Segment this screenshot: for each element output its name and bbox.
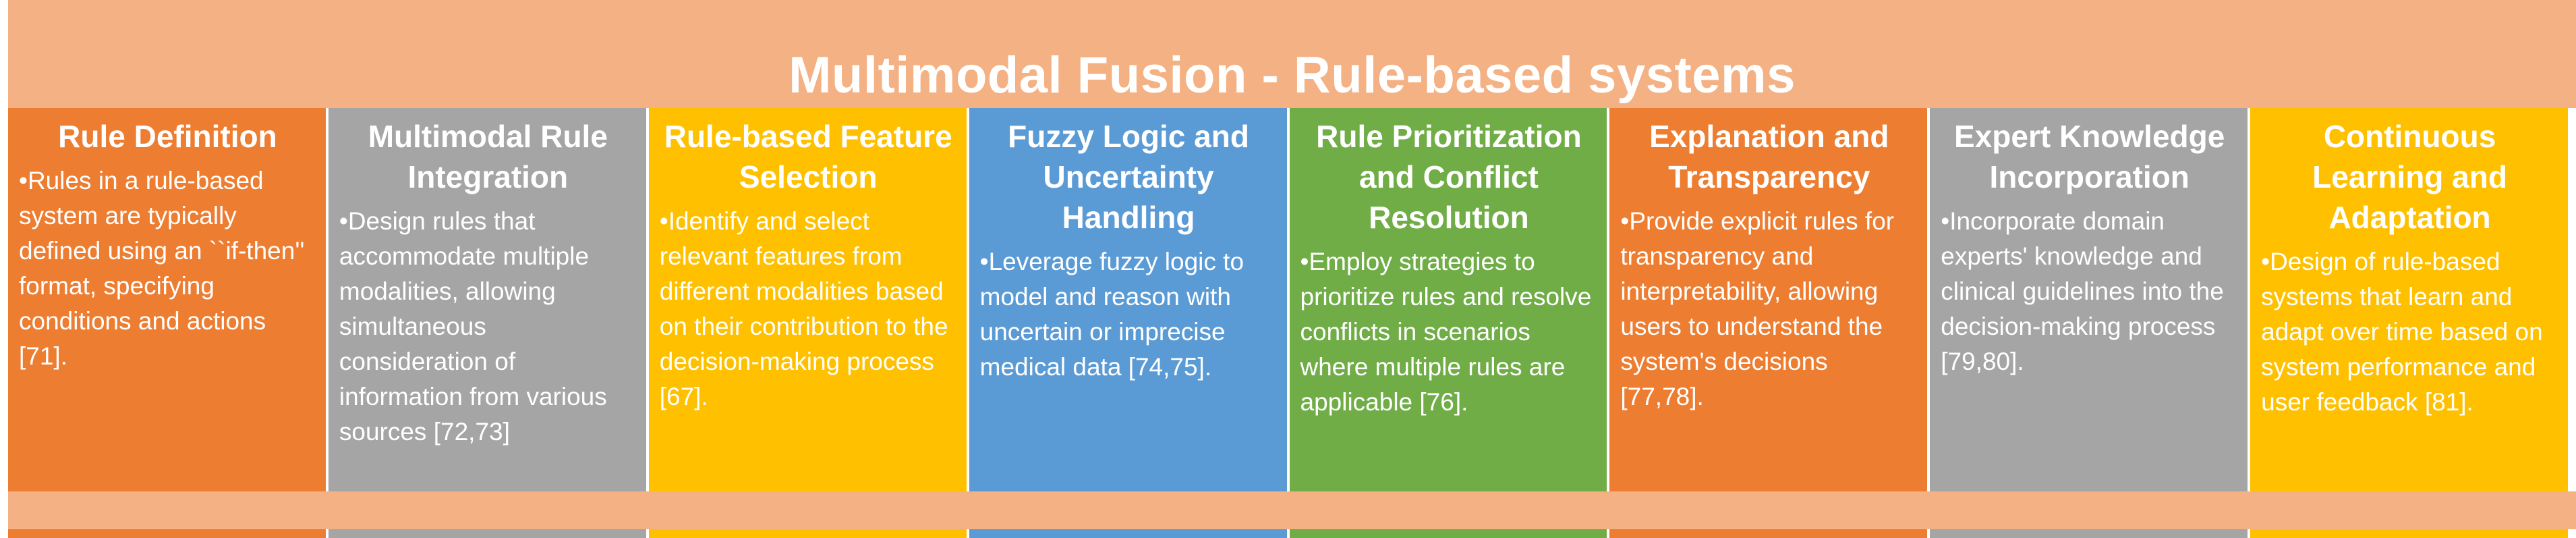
column-heading: Explanation and Transparency <box>1649 119 1889 194</box>
column-heading: Rule-based Feature Selection <box>664 119 952 194</box>
column-heading: Multimodal Rule Integration <box>368 119 608 194</box>
column-heading: Fuzzy Logic and Uncertainty Handling <box>1008 119 1249 235</box>
column-multimodal-rule-integration: Multimodal Rule Integration •Design rule… <box>325 108 646 538</box>
column-rule-prioritization: Rule Prioritization and Conflict Resolut… <box>1286 108 1607 538</box>
column-heading: Rule Prioritization and Conflict Resolut… <box>1316 119 1582 235</box>
column-heading: Expert Knowledge Incorporation <box>1954 119 2225 194</box>
column-body: •Identify and select relevant features f… <box>659 207 948 410</box>
column-expert-knowledge: Expert Knowledge Incorporation •Incorpor… <box>1927 108 2248 538</box>
title-banner <box>8 0 2576 108</box>
column-heading: Rule Definition <box>58 119 277 154</box>
column-rule-based-feature-selection: Rule-based Feature Selection •Identify a… <box>646 108 967 538</box>
column-fuzzy-logic: Fuzzy Logic and Uncertainty Handling •Le… <box>966 108 1287 538</box>
footer-band <box>8 491 2576 529</box>
column-body: •Design rules that accommodate multiple … <box>339 207 607 446</box>
column-heading: Continuous Learning and Adaptation <box>2312 119 2507 235</box>
column-body: •Employ strategies to prioritize rules a… <box>1300 248 1592 416</box>
diagram-title: Multimodal Fusion - Rule-based systems <box>789 47 1796 104</box>
columns-container: Rule Definition •Rules in a rule-based s… <box>8 108 2568 538</box>
column-body: •Provide explicit rules for transparency… <box>1620 207 1895 410</box>
column-rule-definition: Rule Definition •Rules in a rule-based s… <box>8 108 326 538</box>
column-body: •Leverage fuzzy logic to model and reaso… <box>979 248 1244 381</box>
column-explanation-transparency: Explanation and Transparency •Provide ex… <box>1607 108 1928 538</box>
column-body: •Design of rule-based systems that learn… <box>2261 248 2543 416</box>
column-body: •Rules in a rule-based system are typica… <box>19 167 305 370</box>
column-body: •Incorporate domain experts' knowledge a… <box>1941 207 2224 375</box>
column-continuous-learning: Continuous Learning and Adaptation •Desi… <box>2248 108 2568 538</box>
